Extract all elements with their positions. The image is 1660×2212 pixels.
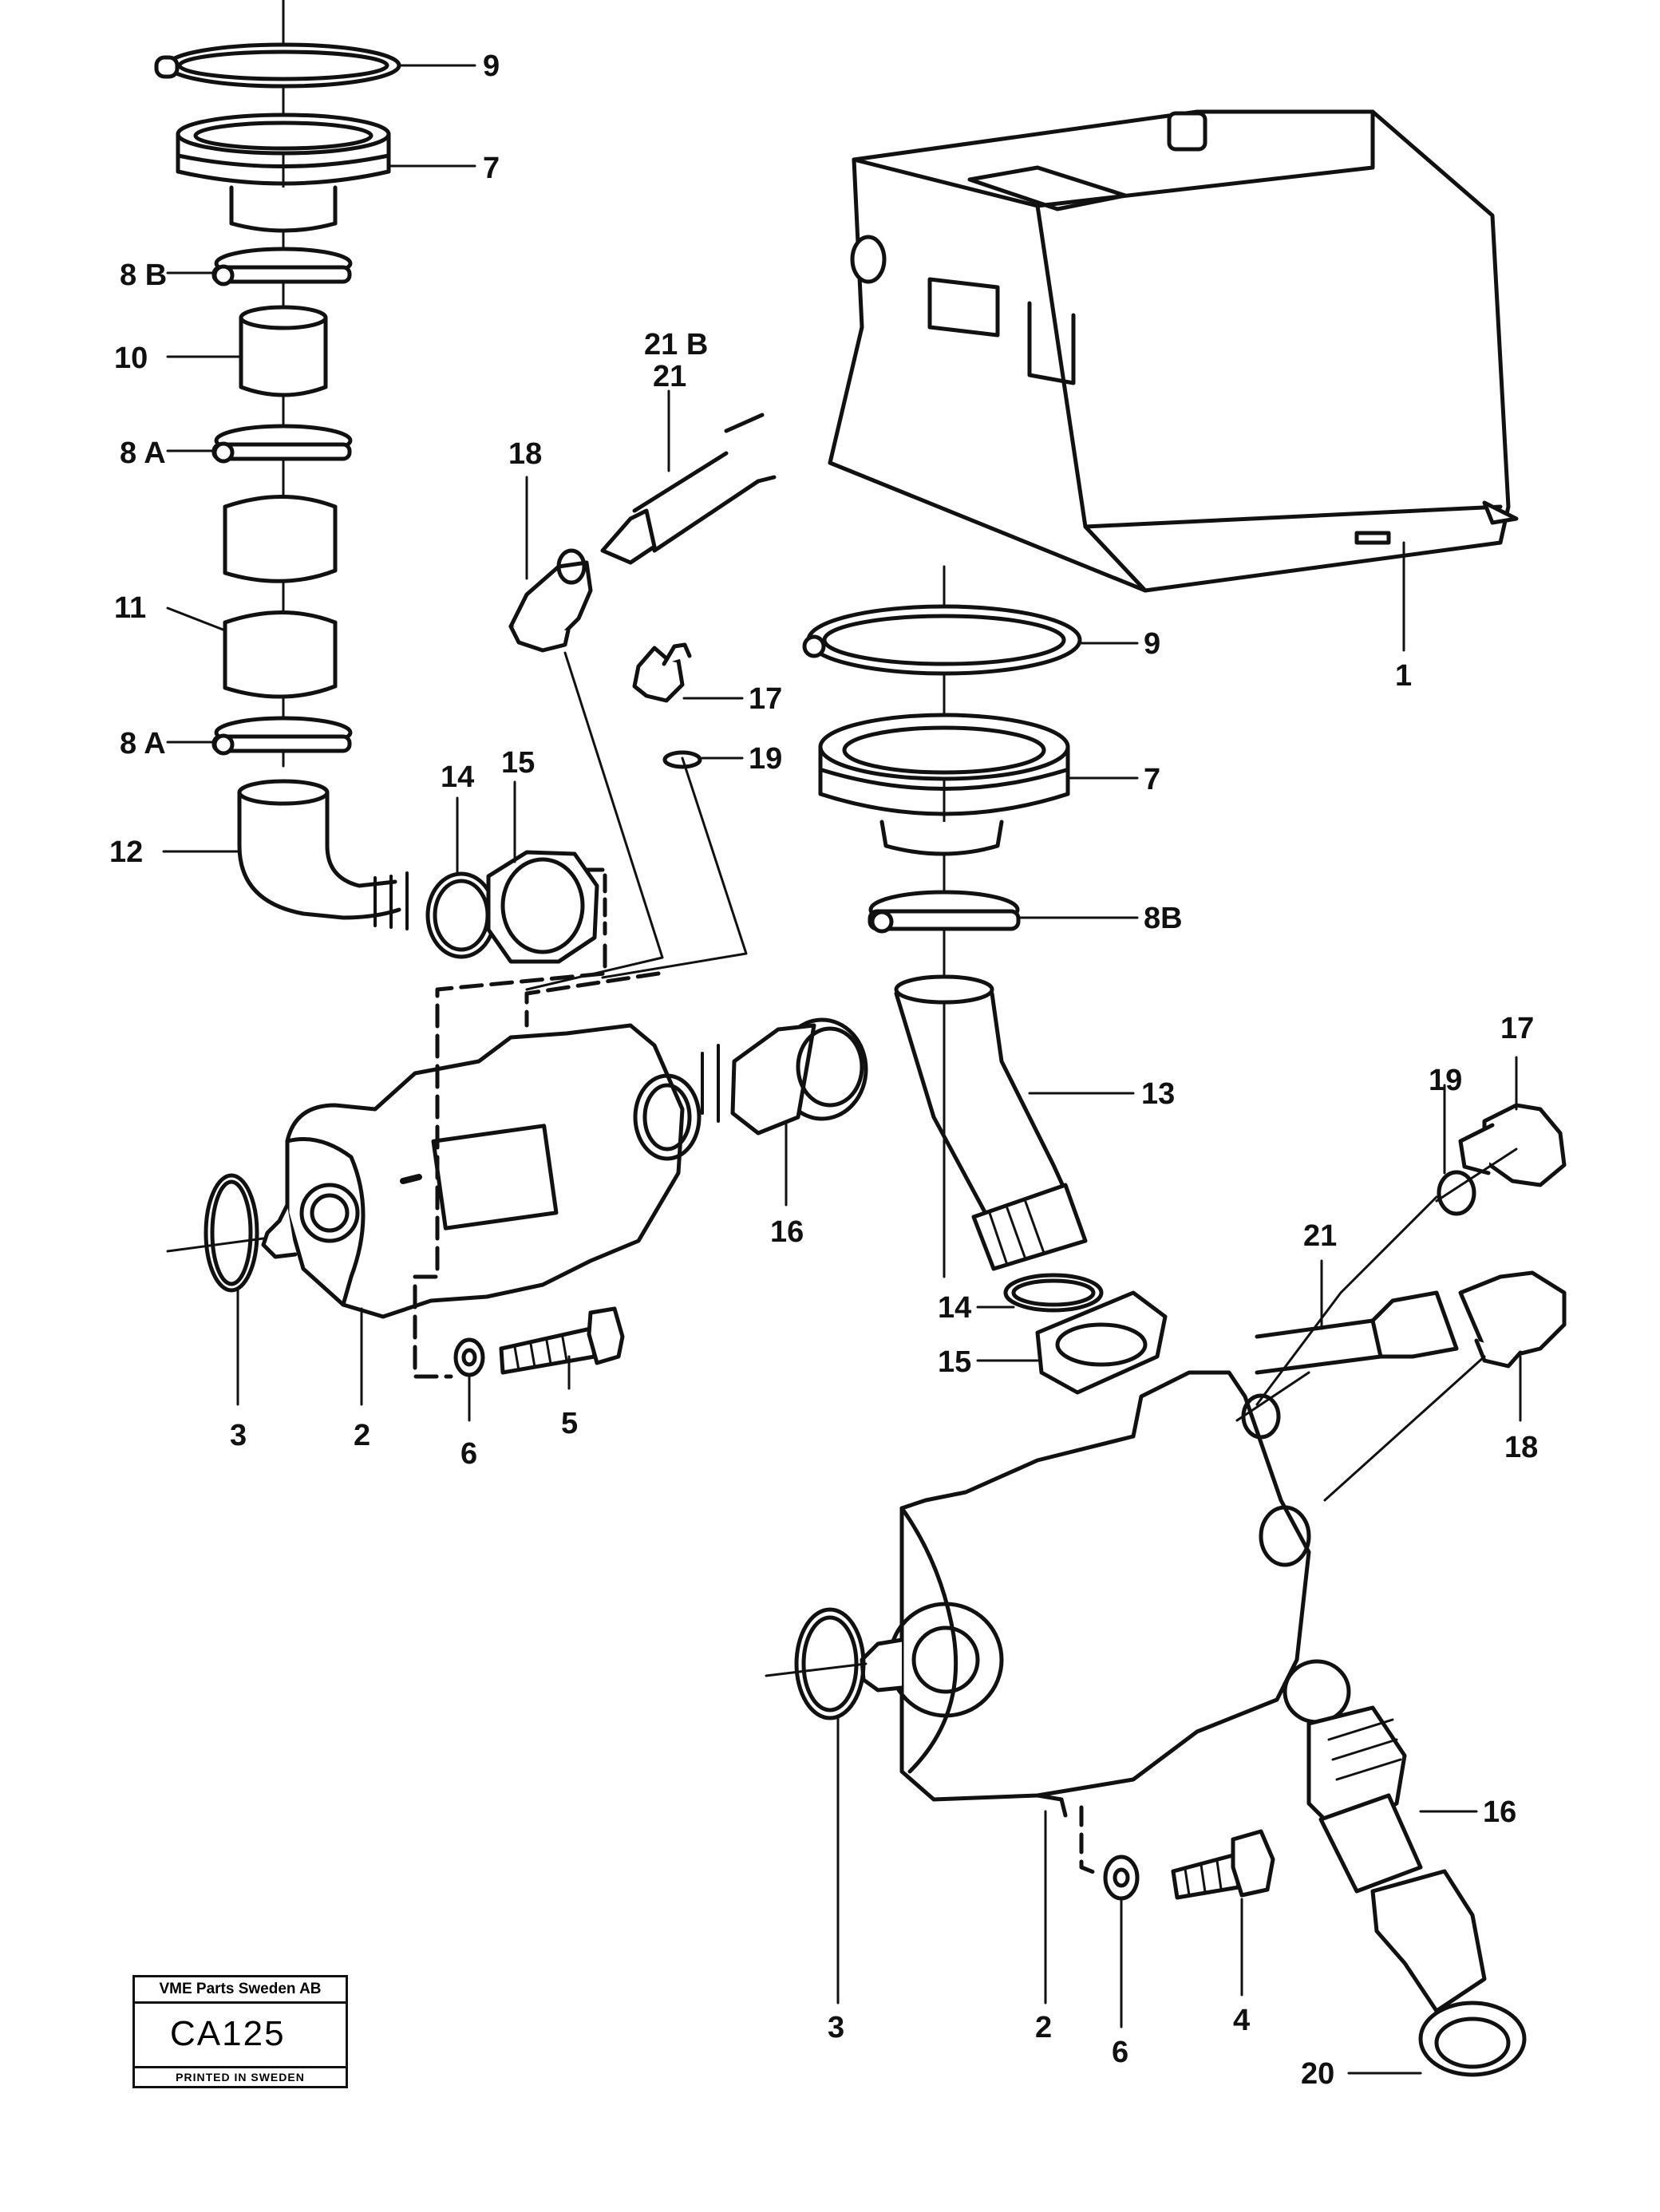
callout-21: 21: [653, 360, 687, 393]
elbow-fitting-18-left: [508, 548, 593, 653]
callout-8a: 8 A: [120, 727, 166, 760]
callout-12: 12: [109, 835, 144, 869]
hose-10: [239, 305, 328, 397]
fitting-16-left: [701, 1017, 868, 1136]
callout-8a: 8 A: [120, 436, 166, 470]
callout-6: 6: [460, 1437, 478, 1471]
hose-clamp-9-right: [802, 604, 1082, 676]
callout-16: 16: [770, 1215, 804, 1249]
adapter-7-top: [176, 113, 391, 233]
o-ring-3-right: [765, 1607, 868, 1720]
callout-14: 14: [938, 1291, 972, 1325]
callout-21b: 21 B: [644, 328, 709, 361]
dashed-leader-right: [1079, 1805, 1104, 1878]
stamp-company: VME Parts Sweden AB: [135, 1977, 346, 2004]
hose-clamp-8a-upper: [211, 424, 353, 464]
thin-leaders-right: [1235, 1147, 1518, 1502]
callout-14: 14: [441, 760, 475, 794]
callout-10: 10: [114, 342, 148, 375]
hydraulic-pump-2-right: [860, 1370, 1351, 1818]
title-stamp: VME Parts Sweden AB CA125 PRINTED IN SWE…: [132, 1975, 348, 2088]
callout-18: 18: [1504, 1431, 1539, 1464]
thin-leaders-left: [525, 651, 748, 991]
callout-15: 15: [501, 746, 536, 780]
stamp-footer: PRINTED IN SWEDEN: [135, 2066, 346, 2086]
callout-4: 4: [1233, 2004, 1251, 2037]
callout-16: 16: [1483, 1795, 1517, 1829]
hose-clamp-8b-top: [211, 247, 353, 286]
callout-7: 7: [1144, 763, 1161, 796]
callout-3: 3: [230, 1419, 247, 1452]
callout-8b: 8 B: [120, 259, 168, 292]
callout-3: 3: [828, 2011, 845, 2044]
callout-15: 15: [938, 1345, 972, 1379]
callout-13: 13: [1141, 1077, 1176, 1111]
elbow-fitting-17-left: [632, 642, 692, 703]
hose-clamp-8a-lower: [211, 716, 353, 756]
callout-17: 17: [1500, 1012, 1535, 1045]
callout-leaders: [162, 64, 1522, 2075]
nut-15-left: [486, 850, 607, 964]
callout-20: 20: [1301, 2057, 1335, 2091]
callout-9: 9: [1144, 627, 1161, 661]
elbow-fitting-20: [1370, 1869, 1527, 2077]
dashed-leaders-left: [413, 943, 661, 1379]
nut-15-right: [1035, 1290, 1168, 1395]
elbow-fitting-18-right: [1458, 1270, 1567, 1369]
pipe-13: [894, 974, 1088, 1271]
callout-18: 18: [508, 437, 543, 471]
fitting-16-right: [1306, 1705, 1423, 1894]
bolt-5: [499, 1306, 625, 1375]
o-ring-19-left: [662, 750, 702, 769]
o-ring-14-right: [1003, 1273, 1104, 1313]
callout-11: 11: [114, 591, 147, 625]
callout-5: 5: [561, 1407, 579, 1440]
hose-clamp-8b-right: [868, 890, 1021, 934]
callout-17: 17: [749, 682, 783, 716]
elbow-fitting-17-right: [1458, 1103, 1567, 1187]
callout-2: 2: [1035, 2011, 1053, 2044]
callout-9: 9: [483, 49, 500, 83]
hydraulic-pump-2-left: [261, 1023, 702, 1319]
reservoir-tank-1: [828, 109, 1519, 593]
stamp-code: CA125: [170, 2014, 286, 2053]
hose-11: [223, 495, 338, 699]
callout-6: 6: [1112, 2036, 1129, 2069]
hose-21-right: [1255, 1290, 1459, 1375]
washer-6-left: [453, 1337, 485, 1377]
callout-21: 21: [1303, 1219, 1338, 1253]
o-ring-14-left: [425, 871, 497, 959]
callout-2: 2: [354, 1419, 371, 1452]
washer-6-right: [1103, 1855, 1140, 1901]
callout-1: 1: [1395, 659, 1413, 693]
hose-21-left: [600, 413, 777, 565]
hose-clamp-9-top: [154, 42, 401, 89]
callout-7: 7: [483, 152, 500, 185]
o-ring-19-right: [1437, 1170, 1476, 1216]
adapter-7-right: [818, 713, 1070, 856]
bolt-4: [1171, 1829, 1275, 1900]
callout-8b: 8B: [1144, 902, 1183, 935]
callout-19: 19: [1429, 1064, 1463, 1097]
o-ring-3-left: [166, 1173, 265, 1293]
elbow-pipe-12: [237, 779, 409, 930]
callout-19: 19: [749, 742, 783, 776]
